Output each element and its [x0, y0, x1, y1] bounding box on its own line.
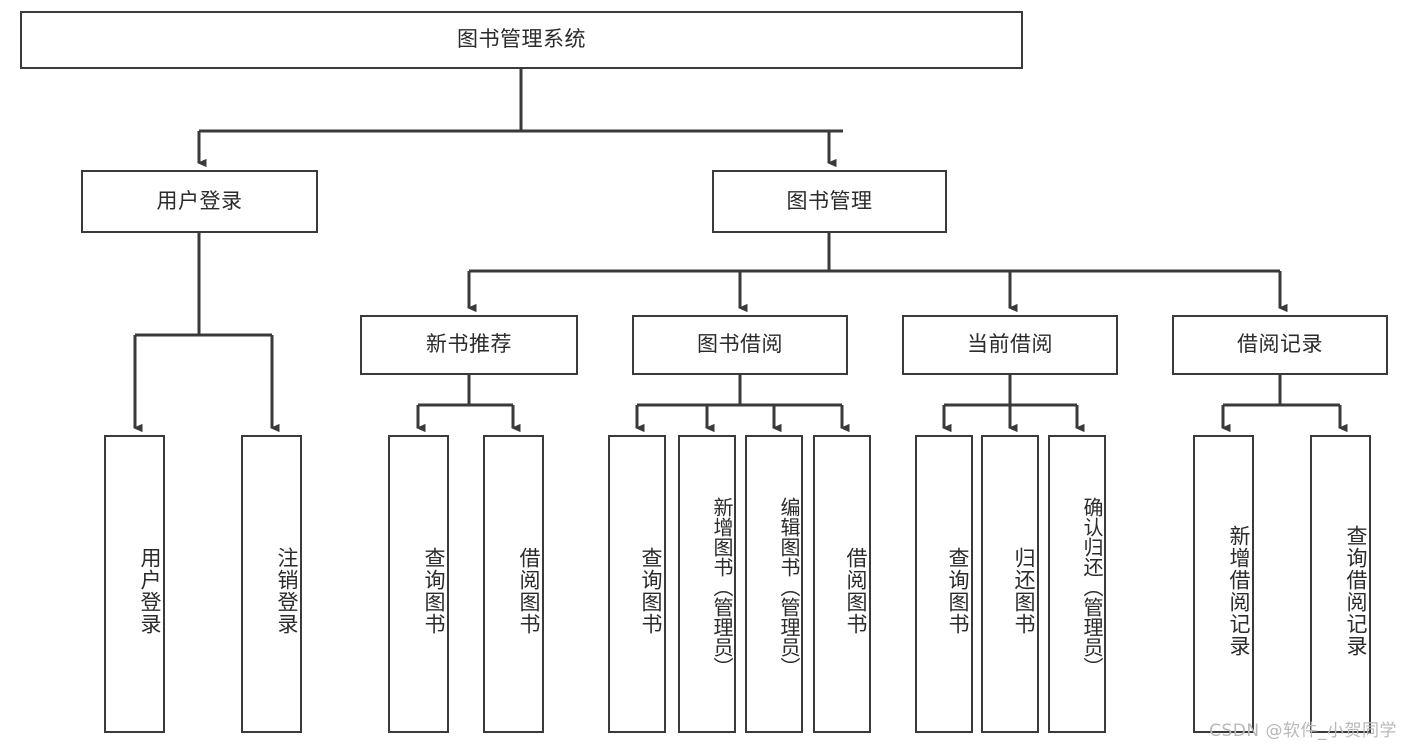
leaf-query-book-borrow[interactable]: 查询图书: [608, 435, 666, 733]
node-user-login[interactable]: 用户登录: [81, 170, 318, 233]
node-book-borrow[interactable]: 图书借阅: [632, 315, 848, 375]
watermark: CSDN @软件_小贺同学: [1209, 721, 1397, 741]
node-root-system[interactable]: 图书管理系统: [20, 11, 1023, 69]
node-label: 新增借阅记录: [1227, 525, 1251, 657]
leaf-query-book-current[interactable]: 查询图书: [915, 435, 973, 733]
node-label: 注销登录: [275, 547, 299, 635]
node-label: 归还图书: [1012, 547, 1036, 635]
leaf-return-book[interactable]: 归还图书: [981, 435, 1039, 733]
node-label: 借阅图书: [844, 547, 868, 635]
node-label: 图书管理: [786, 188, 873, 213]
node-book-management[interactable]: 图书管理: [712, 170, 947, 233]
leaf-add-book-admin[interactable]: 新增图书（管理员）: [678, 435, 736, 733]
node-current-borrow[interactable]: 当前借阅: [902, 315, 1118, 375]
leaf-confirm-return-admin[interactable]: 确认归还（管理员）: [1048, 435, 1106, 733]
node-label: 查询图书: [946, 547, 970, 635]
node-label: 新书推荐: [426, 332, 512, 357]
node-label: 图书借阅: [697, 332, 783, 357]
node-label: 查询借阅记录: [1344, 525, 1368, 657]
node-label: 借阅图书: [517, 547, 541, 635]
node-label: 编辑图书（管理员）: [777, 497, 801, 677]
node-borrow-record[interactable]: 借阅记录: [1172, 315, 1388, 375]
node-label: 确认归还（管理员）: [1080, 497, 1104, 677]
leaf-borrow-book-recommend[interactable]: 借阅图书: [483, 435, 544, 733]
leaf-user-login[interactable]: 用户登录: [104, 435, 165, 733]
leaf-edit-book-admin[interactable]: 编辑图书（管理员）: [745, 435, 803, 733]
node-label: 用户登录: [138, 547, 162, 635]
node-label: 查询图书: [422, 547, 446, 635]
node-label: 当前借阅: [967, 332, 1053, 357]
leaf-query-borrow-record[interactable]: 查询借阅记录: [1310, 435, 1371, 733]
leaf-logout[interactable]: 注销登录: [241, 435, 302, 733]
node-label: 图书管理系统: [457, 27, 586, 52]
node-new-book-recommend[interactable]: 新书推荐: [360, 315, 578, 375]
node-label: 用户登录: [156, 188, 243, 213]
node-label: 查询图书: [639, 547, 663, 635]
node-label: 借阅记录: [1237, 332, 1323, 357]
leaf-borrow-book[interactable]: 借阅图书: [813, 435, 871, 733]
leaf-query-book-recommend[interactable]: 查询图书: [388, 435, 449, 733]
leaf-add-borrow-record[interactable]: 新增借阅记录: [1193, 435, 1254, 733]
node-label: 新增图书（管理员）: [710, 497, 734, 677]
